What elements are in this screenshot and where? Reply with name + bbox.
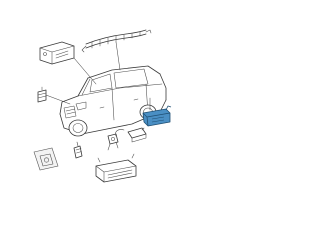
airbag-control-module-icon[interactable] [39, 41, 75, 65]
occupant-sensor-icon[interactable] [115, 127, 147, 143]
seat-belt-buckle-icon[interactable] [73, 141, 83, 159]
parts-diagram [33, 29, 172, 183]
knee-airbag-icon[interactable] [142, 97, 172, 127]
steering-wheel-airbag-icon[interactable] [33, 147, 59, 171]
clockspring-icon[interactable] [107, 133, 119, 151]
sensor-icon[interactable] [37, 86, 47, 103]
passenger-airbag-module-icon[interactable] [95, 153, 137, 183]
curtain-airbag-icon[interactable] [81, 29, 152, 53]
